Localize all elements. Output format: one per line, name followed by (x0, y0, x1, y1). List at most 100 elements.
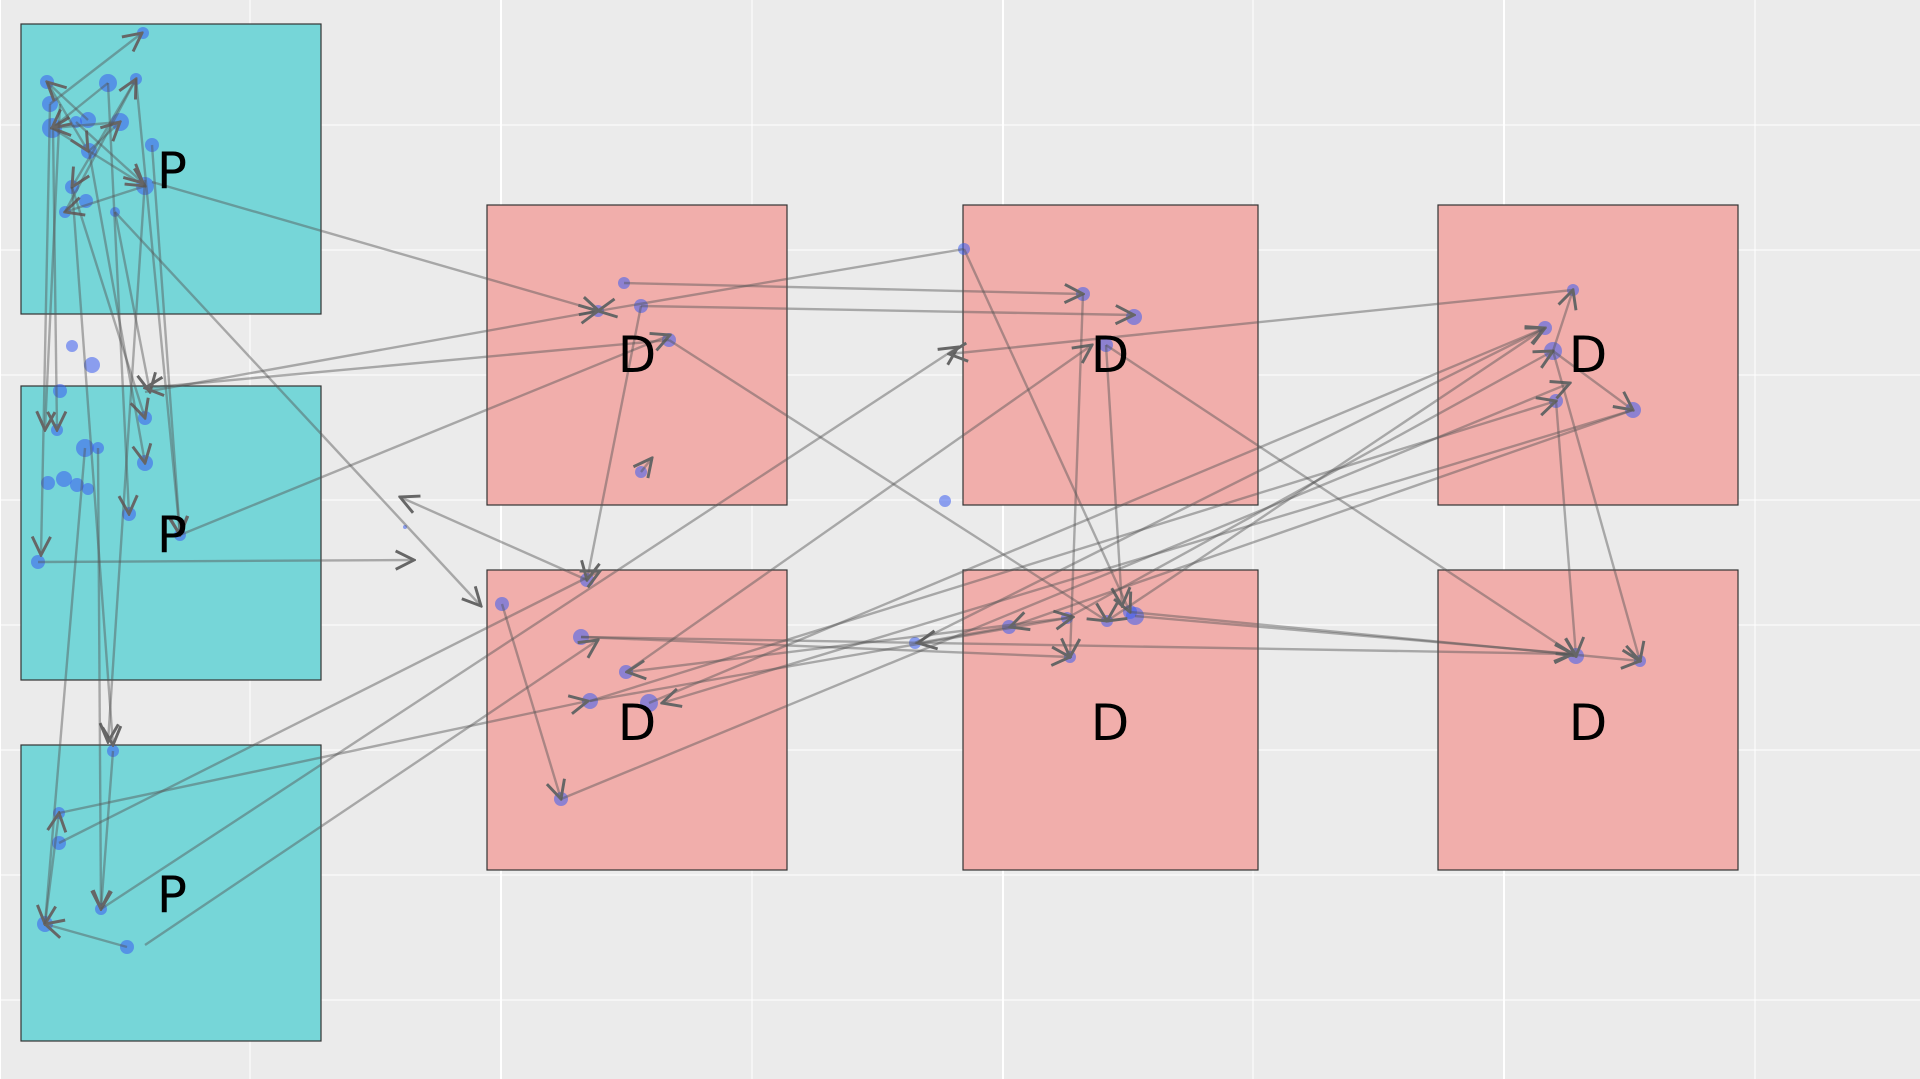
transition-arrow (918, 625, 1010, 643)
transition-arrow (53, 127, 57, 430)
transition-arrow (627, 616, 1068, 672)
transition-arrow (41, 103, 50, 555)
data-point (92, 442, 104, 454)
data-point (70, 478, 84, 492)
transition-arrow (914, 328, 1545, 645)
transition-arrow (598, 247, 965, 311)
transition-arrow (179, 335, 670, 537)
box-p3 (20, 744, 322, 1042)
transition-arrow (589, 617, 1073, 703)
box-label-p2: P (157, 506, 187, 564)
transition-arrow (58, 571, 600, 845)
box-label-d1: D (618, 326, 657, 384)
transition-arrow (1551, 290, 1573, 352)
transition-arrow (88, 122, 120, 152)
transition-arrow (106, 82, 129, 514)
transition-arrow (114, 211, 481, 606)
transition-arrow (113, 211, 150, 392)
transition-arrow (949, 288, 1574, 354)
data-point (1126, 309, 1142, 325)
data-point (66, 340, 78, 352)
data-point (495, 597, 509, 611)
transition-arrow (37, 560, 414, 562)
transition-arrow (1070, 293, 1085, 657)
transition-arrow (500, 603, 561, 799)
data-point (145, 138, 159, 152)
transition-arrow (623, 281, 1083, 294)
data-point (120, 940, 134, 954)
box-d2 (962, 204, 1259, 506)
transition-arrow (108, 179, 147, 742)
boxes-layer (20, 23, 1739, 1042)
data-point (110, 207, 120, 217)
transition-arrow (1105, 343, 1576, 656)
transition-arrow (144, 640, 598, 946)
transition-arrow (150, 144, 180, 535)
transition-arrow (45, 103, 62, 430)
box-d6 (1437, 569, 1739, 871)
transition-arrow (100, 347, 958, 911)
box-label-d3: D (1569, 326, 1608, 384)
transition-arrow (962, 248, 1130, 612)
box-label-d6: D (1569, 694, 1608, 752)
transition-arrow (151, 180, 599, 311)
data-point (53, 384, 67, 398)
transition-arrow (1107, 327, 1546, 621)
transition-arrow (587, 305, 643, 580)
transition-arrow (648, 328, 1545, 705)
transition-arrow (1104, 344, 1122, 606)
data-point (80, 112, 96, 128)
data-point (958, 243, 970, 255)
transition-arrow (640, 306, 1134, 315)
transition-arrow (580, 635, 1070, 657)
transition-arrow (1552, 350, 1633, 410)
arrows-layer (37, 33, 1640, 949)
data-point (403, 525, 407, 529)
transition-arrow (1129, 610, 1640, 661)
box-d3 (1437, 204, 1739, 506)
data-point (52, 836, 66, 850)
box-label-p1: P (157, 142, 187, 200)
box-label-d5: D (1091, 694, 1130, 752)
data-point (31, 555, 45, 569)
transition-arrow (70, 186, 145, 418)
data-point (634, 299, 648, 313)
transition-arrow (668, 338, 1107, 621)
box-label-d4: D (618, 694, 657, 752)
data-point (99, 74, 117, 92)
transition-arrow (641, 458, 652, 472)
transition-arrow (43, 813, 59, 925)
data-point (70, 116, 82, 128)
transition-arrow (65, 184, 146, 212)
transition-arrow (1134, 614, 1573, 654)
transition-arrow (144, 311, 598, 394)
data-point (618, 277, 630, 289)
data-point (84, 357, 100, 373)
data-point (137, 27, 149, 39)
transition-arrow (75, 121, 143, 183)
transition-arrow (45, 447, 87, 924)
box-d4 (486, 569, 788, 871)
transition-arrow (145, 338, 670, 388)
data-point (939, 495, 951, 507)
transition-arrow (47, 82, 89, 121)
transition-arrow (98, 447, 101, 909)
transition-arrow (70, 186, 113, 745)
box-label-d2: D (1091, 326, 1130, 384)
transition-arrow (134, 78, 180, 535)
data-point (640, 694, 658, 712)
transition-arrow (1010, 408, 1634, 627)
data-point (82, 483, 94, 495)
transition-arrow (662, 408, 1634, 703)
data-point (76, 439, 94, 457)
transition-arrow (87, 150, 145, 463)
box-d1 (486, 204, 788, 506)
transition-arrow (58, 701, 588, 815)
data-point (1099, 338, 1113, 352)
transition-arrow (400, 497, 588, 582)
transition-arrow (625, 345, 1092, 673)
data-point (107, 745, 119, 757)
transition-arrow (560, 383, 1570, 801)
transition-arrow (101, 750, 115, 909)
